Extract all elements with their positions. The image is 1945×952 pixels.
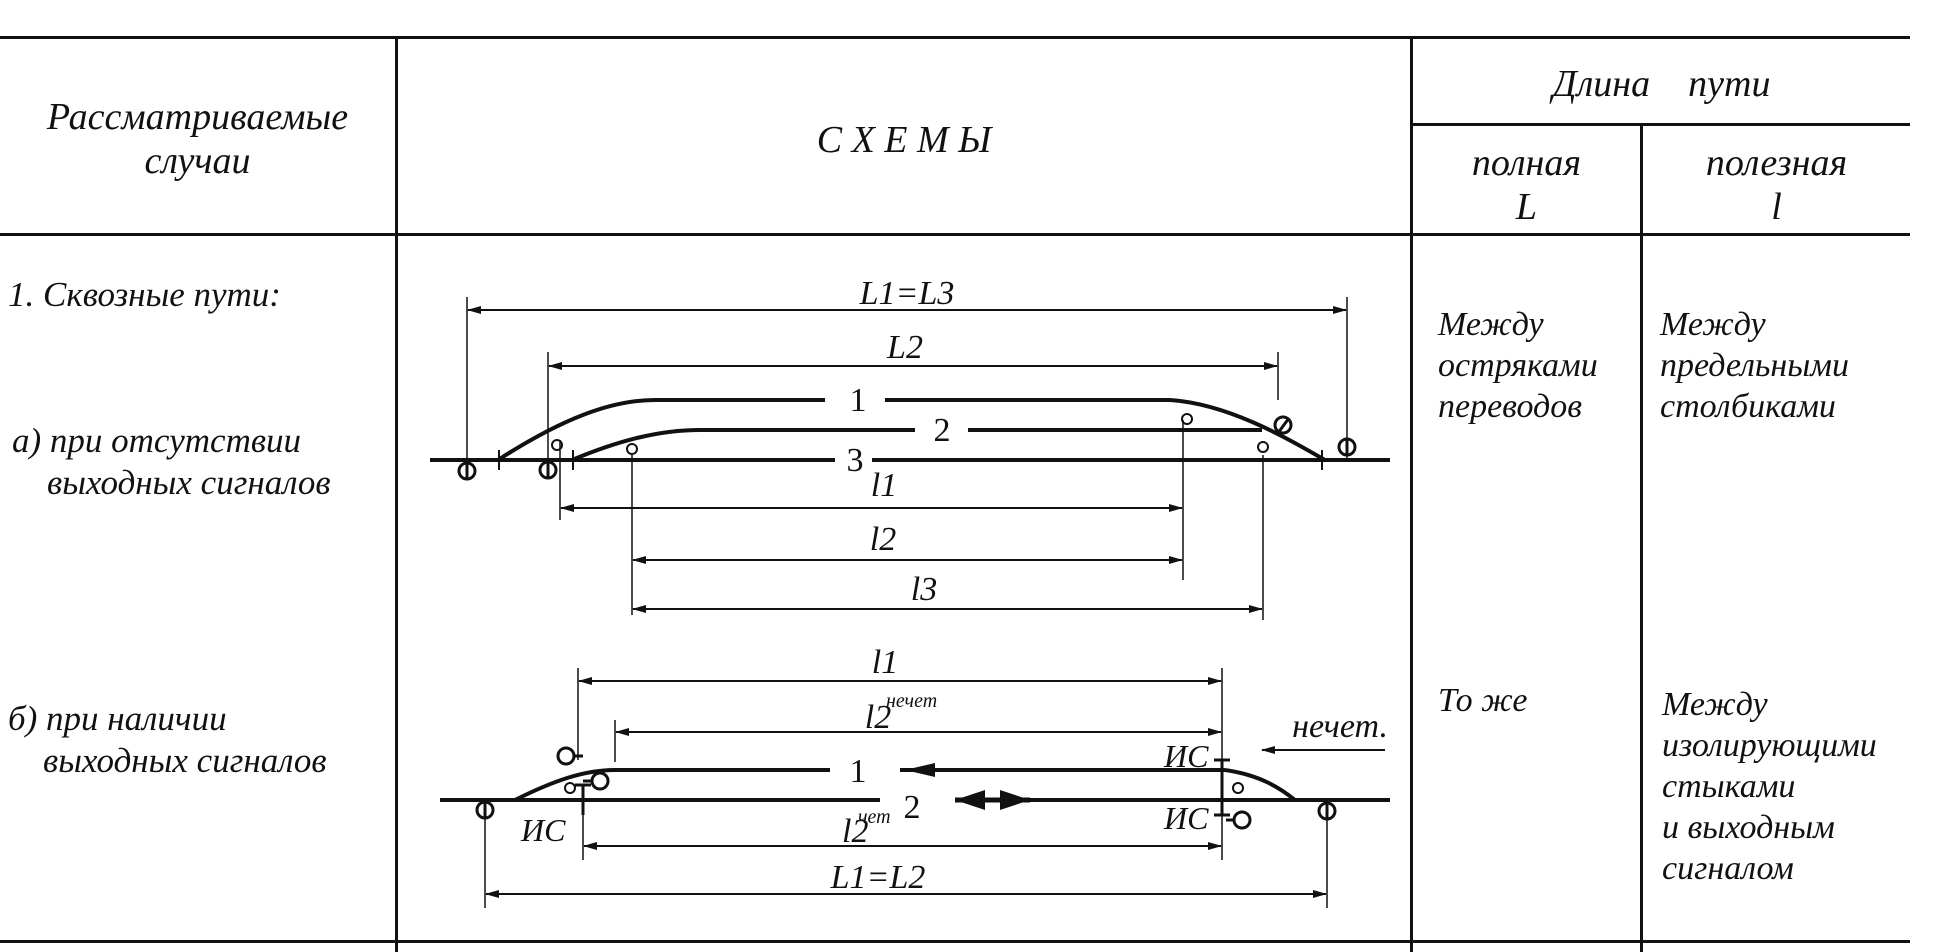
dim-L2: L2 [886, 329, 923, 366]
case-a-label: а) при отсутствии выходных сигналов [12, 421, 331, 502]
col-divider-length [1640, 123, 1643, 952]
case-a-useful-length: Между предельными столбиками [1660, 306, 1849, 425]
header-length-group: Длина пути [1552, 63, 1771, 105]
track-2-b: 2 [904, 789, 921, 826]
col-divider-cases [395, 36, 398, 952]
track-2-a: 2 [934, 412, 951, 449]
track-3-a: 3 [847, 442, 864, 479]
dim-l2-odd: l2 [865, 699, 891, 736]
header-schemes: С Х Е М Ы [816, 119, 992, 161]
table-top-rule [0, 36, 1910, 39]
dim-L1-L2: L1=L2 [830, 859, 926, 896]
track-1-b: 1 [850, 753, 867, 790]
is-label-right: ИС [1163, 800, 1209, 836]
case-b-useful-length: Между изолирующими стыками и выходным си… [1662, 686, 1877, 887]
scheme-a [430, 297, 1390, 620]
dim-l2-even-sup: чет [858, 806, 891, 828]
header-useful-length: полезная l [1705, 142, 1848, 228]
dim-l2-odd-sup: нечет [886, 690, 937, 712]
dim-L1-L3: L1=L3 [859, 275, 955, 312]
scheme-b [440, 668, 1390, 908]
is-label-left: ИС [520, 812, 566, 848]
track-1-a: 1 [850, 382, 867, 419]
is-label-top: ИС [1163, 738, 1209, 774]
case-b-label: б) при наличии выходных сигналов [8, 699, 327, 780]
header-full-length: полная L [1471, 142, 1582, 228]
dim-l1-a: l1 [871, 467, 897, 504]
dim-l3-a: l3 [911, 571, 937, 608]
dim-l2-even: l2 [842, 813, 868, 850]
dim-l1-b: l1 [872, 644, 898, 681]
odd-direction-label: нечет. [1292, 708, 1388, 745]
table-bottom-rule [0, 940, 1910, 943]
length-subheader-rule [1410, 123, 1910, 126]
case-a-full-length: Между остряками переводов [1438, 306, 1598, 425]
header-bottom-rule [0, 233, 1910, 236]
case-b-full-length: То же [1438, 682, 1528, 719]
col-divider-schemes [1410, 36, 1413, 952]
row1-title: 1. Сквозные пути: [8, 275, 281, 314]
dim-l2-a: l2 [870, 521, 896, 558]
header-cases: Рассматриваемые случаи [46, 96, 349, 182]
